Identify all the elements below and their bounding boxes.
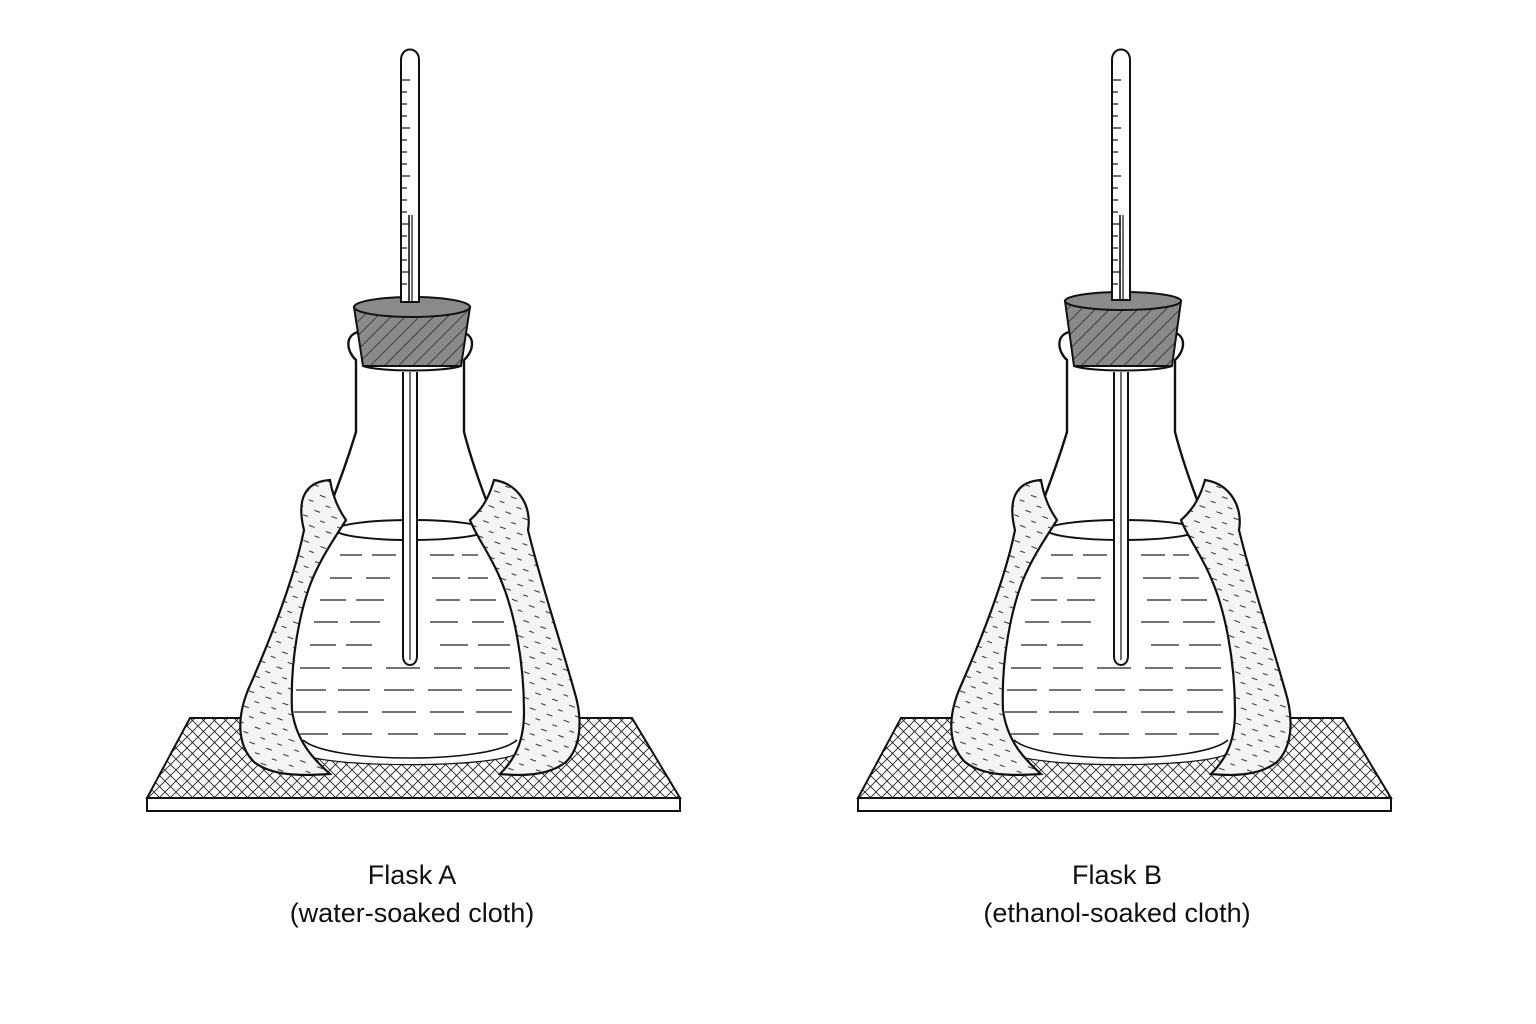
cloth-icon (950, 478, 1292, 777)
rubber-stopper-icon (352, 296, 472, 372)
thermometer-icon (400, 48, 420, 666)
thermometer-icon (1111, 48, 1131, 666)
flask-b-description: (ethanol-soaked cloth) (983, 898, 1251, 928)
flask-a-description: (water-soaked cloth) (289, 898, 535, 928)
flask-b-apparatus (856, 48, 1393, 812)
flask-a-name: Flask A (367, 860, 457, 890)
rubber-stopper-icon (1063, 291, 1183, 372)
flask-a-caption: Flask A (water-soaked cloth) (202, 856, 622, 932)
flask-b-caption: Flask B (ethanol-soaked cloth) (907, 856, 1327, 932)
flask-b-name: Flask B (1071, 860, 1163, 890)
cloth-icon (239, 478, 581, 777)
flask-a-apparatus (145, 48, 682, 812)
